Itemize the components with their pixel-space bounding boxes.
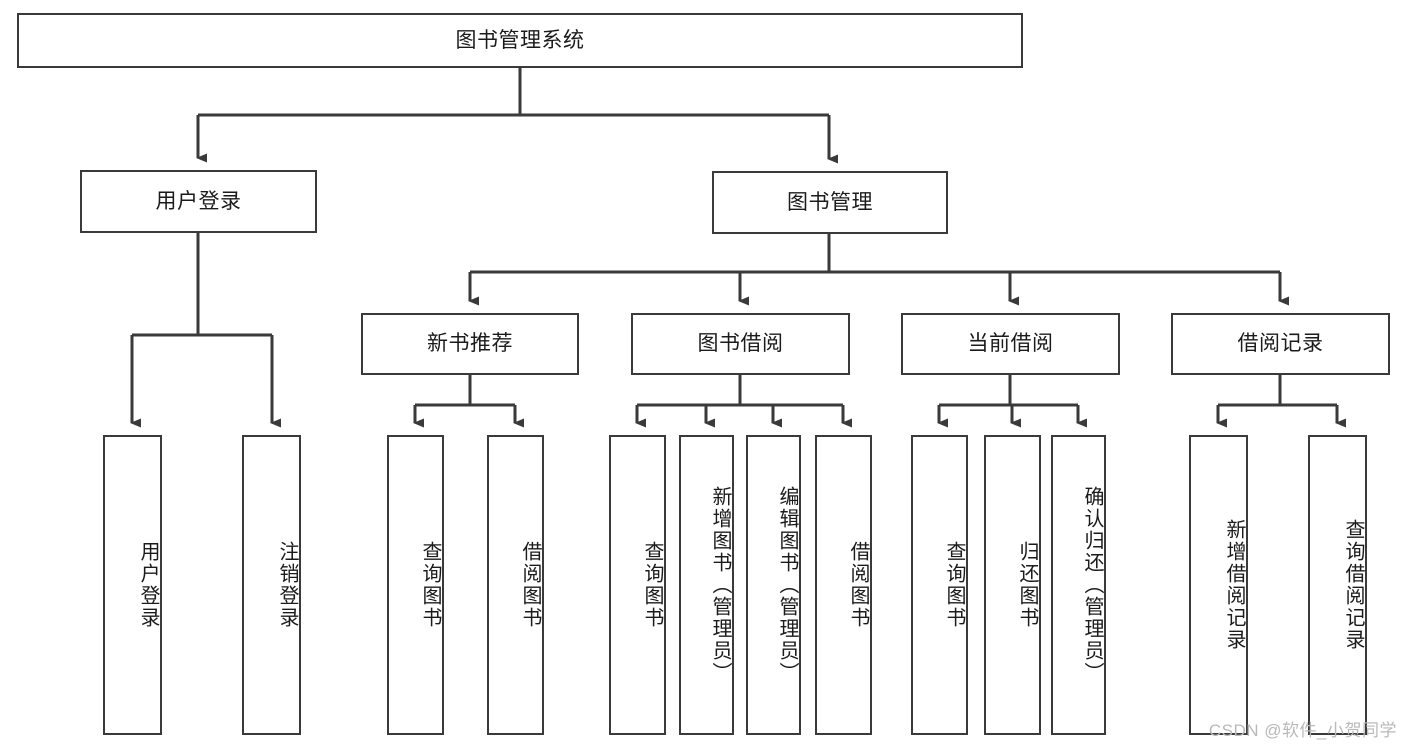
node-new-book-recommend[interactable]: 新书推荐 <box>361 313 579 375</box>
node-leaf-borrow-book-recommend[interactable]: 借阅图书 <box>487 435 544 735</box>
node-user-login[interactable]: 用户登录 <box>80 170 317 233</box>
node-leaf-query-book-borrow[interactable]: 查询图书 <box>609 435 666 735</box>
watermark-csdn: CSDN @软件_小贺同学 <box>1208 721 1397 740</box>
node-book-borrow[interactable]: 图书借阅 <box>631 313 850 375</box>
node-leaf-query-book-recommend[interactable]: 查询图书 <box>387 435 444 735</box>
node-leaf-user-login[interactable]: 用户登录 <box>103 435 162 735</box>
node-leaf-query-book-current[interactable]: 查询图书 <box>911 435 968 735</box>
node-leaf-query-borrow-record[interactable]: 查询借阅记录 <box>1308 435 1367 735</box>
node-leaf-edit-book-admin[interactable]: 编辑图书（管理员） <box>746 435 801 735</box>
node-leaf-add-book-admin[interactable]: 新增图书（管理员） <box>679 435 734 735</box>
node-leaf-add-borrow-record[interactable]: 新增借阅记录 <box>1189 435 1248 735</box>
node-leaf-return-book[interactable]: 归还图书 <box>984 435 1041 735</box>
node-book-management[interactable]: 图书管理 <box>712 171 948 234</box>
node-leaf-borrow-book-borrow[interactable]: 借阅图书 <box>815 435 872 735</box>
node-leaf-confirm-return-admin[interactable]: 确认归还（管理员） <box>1051 435 1106 735</box>
node-leaf-logout-login[interactable]: 注销登录 <box>242 435 301 735</box>
node-current-borrow[interactable]: 当前借阅 <box>901 313 1120 375</box>
node-root-book-management-system[interactable]: 图书管理系统 <box>17 13 1023 68</box>
node-borrow-record[interactable]: 借阅记录 <box>1171 313 1390 375</box>
